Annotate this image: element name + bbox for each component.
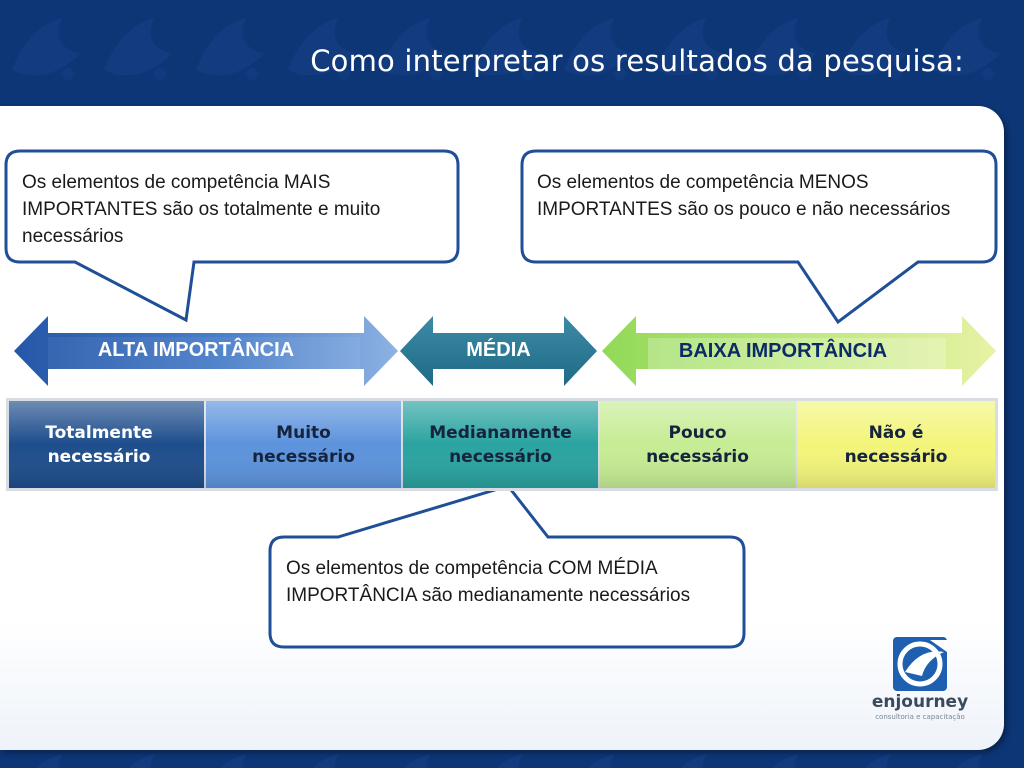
arrow-alta-shape — [14, 316, 398, 386]
arrow-alta-label: ALTA IMPORTÂNCIA — [97, 339, 295, 361]
callout-menos-text: Os elementos de competência MENOS IMPORT… — [537, 172, 951, 220]
callout-mais-text: Os elementos de competência MAIS IMPORTA… — [22, 172, 381, 247]
arrow-media-shape — [400, 316, 597, 386]
arrow-baixa-shape — [602, 316, 996, 386]
callout-mais-bubble — [4, 149, 460, 323]
scale-totalmente-label: Totalmente necessário — [45, 423, 153, 467]
scale-nao-label: Não é necessário — [844, 423, 948, 467]
arrow-media-label: MÉDIA — [466, 339, 531, 361]
enjourney-logo-icon — [893, 637, 947, 691]
page-title: Como interpretar os resultados da pesqui… — [310, 44, 964, 78]
scale-muito-label: Muito necessário — [252, 423, 355, 467]
scale-medianamente-label: Medianamente necessário — [429, 423, 572, 467]
callout-media-bubble — [268, 484, 746, 649]
brand-tagline: consultoria e capacitação — [875, 713, 965, 721]
scale-pouco-label: Pouco necessário — [646, 423, 749, 467]
callout-media-text: Os elementos de competência COM MÉDIA IM… — [286, 558, 691, 606]
arrow-baixa-label: BAIXA IMPORTÂNCIA — [678, 340, 888, 362]
callout-menos-bubble — [520, 149, 998, 325]
brand-name: enjourney — [871, 692, 969, 712]
